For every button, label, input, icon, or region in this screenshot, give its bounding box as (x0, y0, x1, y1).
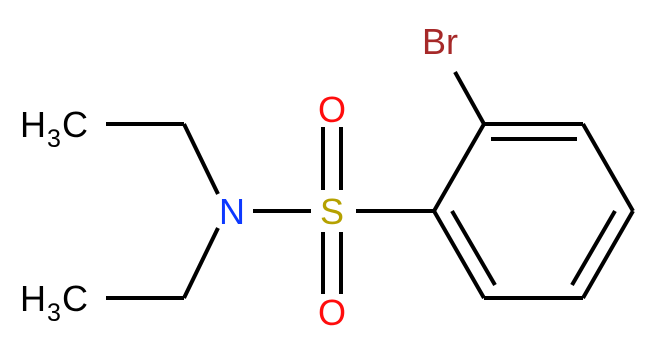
methyl-bottom-group: H 3 C (20, 278, 88, 327)
methyl-bottom-c-label: C (62, 278, 88, 319)
nitrogen-ethyl-bottom-bond (182, 227, 220, 299)
oxygen-bottom-label: O (318, 292, 346, 333)
benzene-ring (432, 122, 635, 300)
ring-bond-3 (581, 210, 635, 299)
methyl-top-c-label: C (62, 104, 88, 145)
methyl-top-subscript: 3 (47, 125, 61, 153)
methyl-top-h-label: H (20, 104, 46, 145)
nitrogen-label: N (219, 191, 245, 232)
ring-bond-6 (432, 123, 486, 212)
nitrogen-ethyl-top-bond (182, 123, 220, 195)
methyl-bottom-subscript: 3 (47, 299, 61, 327)
ring-inner-bond-3 (450, 209, 497, 287)
carbon-bromine-bond (453, 71, 486, 125)
oxygen-top-label: O (318, 89, 346, 130)
sulfur-label: S (320, 191, 344, 232)
methyl-bottom-h-label: H (20, 278, 46, 319)
bromine-label: Br (422, 21, 458, 62)
ring-bond-2 (581, 123, 635, 212)
methyl-top-group: H 3 C (20, 104, 88, 153)
ring-bond-5 (432, 210, 486, 299)
ring-inner-bond-2 (570, 209, 617, 287)
